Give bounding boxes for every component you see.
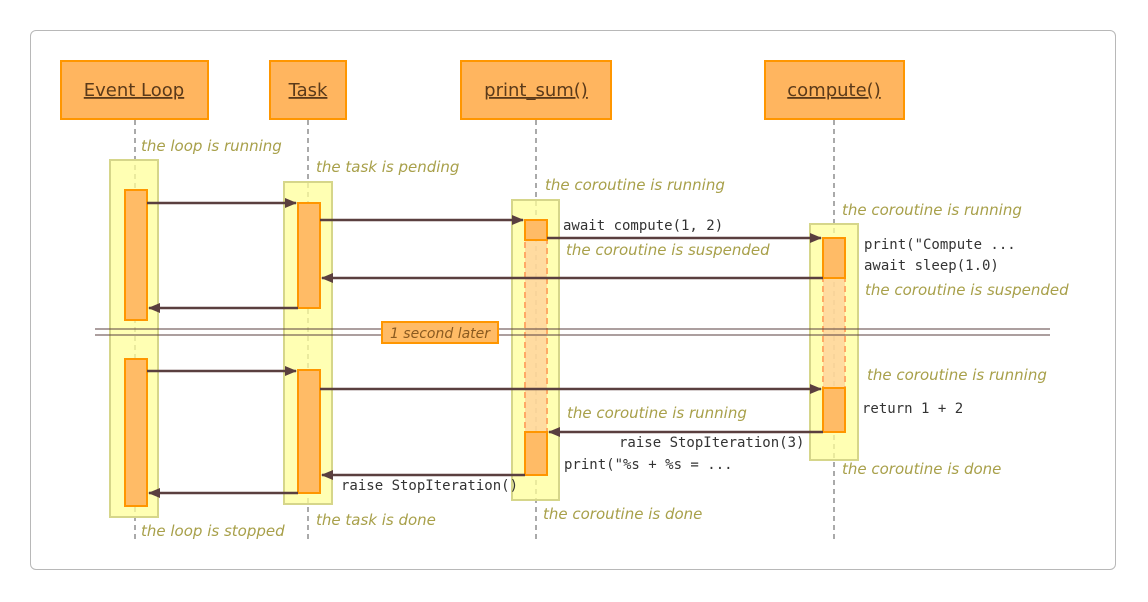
actor-box-print-sum	[460, 60, 612, 120]
suspended-activation-print-sum	[524, 239, 548, 433]
actor-task: Task	[288, 80, 328, 101]
actors: Event Loop Task print_sum() compute()	[60, 60, 905, 120]
label-print-compute: print("Compute ...	[864, 237, 1016, 253]
activation-compute-2	[822, 387, 846, 433]
activation-task-1	[297, 202, 321, 309]
actor-box-compute	[764, 60, 905, 120]
state-compute-done: the coroutine is done	[842, 460, 1001, 478]
state-compute-suspended: the coroutine is suspended	[865, 281, 1069, 299]
label-await-compute: await compute(1, 2)	[563, 218, 723, 234]
suspended-activations	[524, 239, 846, 433]
actor-box-task	[269, 60, 347, 120]
state-loop-stopped: the loop is stopped	[141, 522, 285, 540]
state-print-sum-suspended: the coroutine is suspended	[566, 241, 770, 259]
label-print-result: print("%s + %s = ...	[564, 457, 733, 473]
activation-event-loop-2	[124, 358, 148, 507]
actor-box-event-loop	[60, 60, 209, 120]
state-print-sum-done: the coroutine is done	[543, 505, 702, 523]
activation-print-sum-1	[524, 219, 548, 241]
actor-compute: compute()	[787, 80, 880, 101]
label-await-sleep: await sleep(1.0)	[864, 258, 999, 274]
state-labels: the loop is running the task is pending …	[141, 137, 1069, 540]
activation-print-sum-2	[524, 431, 548, 476]
state-compute-running-1: the coroutine is running	[842, 201, 1022, 219]
label-raise-stop-compute: raise StopIteration(3)	[619, 435, 804, 451]
activation-compute-1	[822, 237, 846, 279]
label-return-sum: return 1 + 2	[862, 401, 963, 417]
activation-event-loop-1	[124, 189, 148, 321]
state-loop-running: the loop is running	[141, 137, 282, 155]
state-print-sum-running-2: the coroutine is running	[567, 404, 747, 422]
separator-label-box	[381, 321, 499, 344]
actor-event-loop: Event Loop	[84, 80, 184, 101]
state-compute-running-2: the coroutine is running	[867, 366, 1047, 384]
suspended-activation-compute	[822, 277, 846, 389]
activation-task-2	[297, 369, 321, 494]
messages	[147, 198, 823, 498]
message-labels: await compute(1, 2) print("Compute ... a…	[341, 218, 1016, 494]
actor-print-sum: print_sum()	[484, 80, 588, 101]
state-print-sum-running-1: the coroutine is running	[545, 176, 725, 194]
state-task-pending: the task is pending	[316, 158, 459, 176]
label-raise-stop-task: raise StopIteration()	[341, 478, 518, 494]
activations	[124, 189, 846, 507]
time-separator: 1 second later	[95, 321, 1050, 344]
state-task-done: the task is done	[316, 511, 436, 529]
separator-label: 1 second later	[390, 326, 491, 342]
